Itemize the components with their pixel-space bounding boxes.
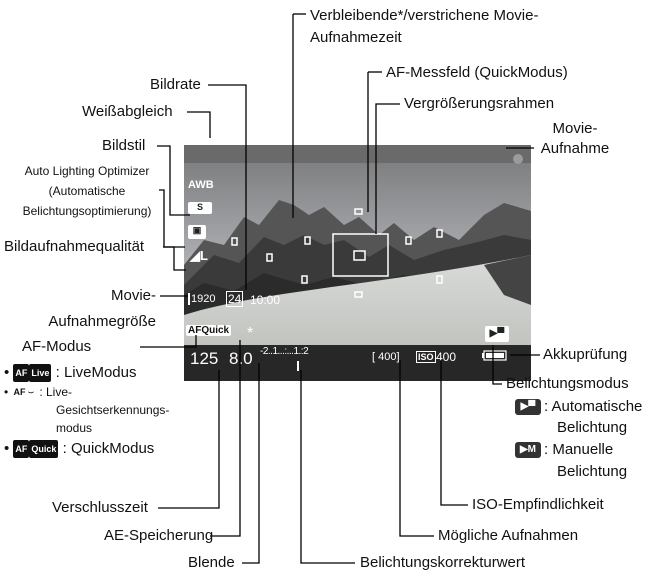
label-face-mode-2: Gesichtserkennungs- xyxy=(56,403,169,418)
label-auto-exp-1: : Automatische xyxy=(544,398,642,416)
manual-exposure-icon: ▶M xyxy=(515,442,541,458)
label-magnify-frame: Vergrößerungsrahmen xyxy=(404,95,554,113)
label-aperture: Blende xyxy=(188,554,235,572)
label-movie-size-1: Movie- xyxy=(60,287,156,305)
label-movie-rec-1: Movie- xyxy=(540,120,610,138)
af-live-icon: AF xyxy=(13,364,29,382)
label-manual-exp-1: : Manuelle xyxy=(544,441,613,459)
label-af-mode: AF-Modus xyxy=(22,338,91,356)
label-bildrate: Bildrate xyxy=(150,76,201,94)
label-exposure-mode: Belichtungsmodus xyxy=(506,375,629,393)
label-remaining-time: Verbleibende*/verstrichene Movie- xyxy=(310,7,538,25)
label-alo-2: (Automatische xyxy=(1,184,173,199)
label-weissabgleich: Weißabgleich xyxy=(82,103,173,121)
label-battery: Akkuprüfung xyxy=(543,346,627,364)
label-iso: ISO-Empfindlichkeit xyxy=(472,496,604,514)
label-af-point-quick: AF-Messfeld (QuickModus) xyxy=(386,64,568,82)
label-alo-3: Belichtungsoptimierung) xyxy=(1,204,173,219)
af-face-icon: AF ⌣ xyxy=(12,385,36,400)
af-quick-icon: AF xyxy=(13,440,29,458)
label-manual-exp-2: Belichtung xyxy=(557,463,627,481)
label-bildstil: Bildstil xyxy=(102,137,145,155)
label-auto-exp-2: Belichtung xyxy=(557,419,627,437)
label-shutter: Verschlusszeit xyxy=(52,499,148,517)
label-quality: Bildaufnahmequalität xyxy=(4,238,144,256)
label-ae-lock: AE-Speicherung xyxy=(104,527,213,545)
label-movie-size-2: Aufnahmegröße xyxy=(20,313,156,331)
label-exposure-comp: Belichtungskorrekturwert xyxy=(360,554,525,572)
label-face-mode-3: modus xyxy=(56,421,92,436)
label-remaining-time-2: Aufnahmezeit xyxy=(310,29,402,47)
auto-exposure-icon: ▶▀ xyxy=(515,399,541,415)
label-alo-1: Auto Lighting Optimizer xyxy=(1,164,173,179)
label-movie-rec-2: Aufnahme xyxy=(540,140,610,158)
bullet-face-mode: • AF ⌣ : Live- xyxy=(4,385,72,400)
label-possible-shots: Mögliche Aufnahmen xyxy=(438,527,578,545)
